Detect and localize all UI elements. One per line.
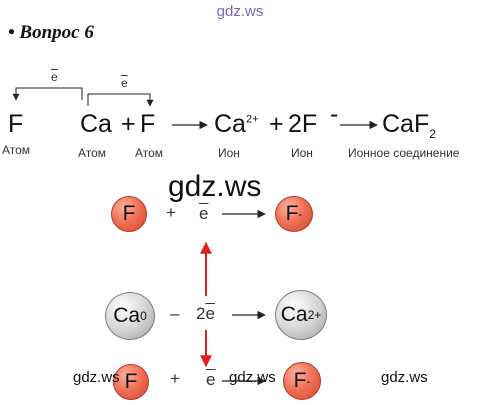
scheme-plus-bottom: + <box>170 369 180 388</box>
f-ion-symbol: 2F <box>288 110 318 138</box>
f-atom-circle-top: F <box>111 196 147 232</box>
f-atom-circle-bottom: F <box>113 364 149 400</box>
plus-sign-1: + <box>121 110 136 138</box>
electron-transfer-bracket-left <box>12 87 83 101</box>
electron-label-left: e <box>51 70 58 84</box>
f-atom-symbol-2: F <box>140 110 156 138</box>
scheme-plus-top: + <box>166 203 176 222</box>
ionic-compound-formula: CaF2 <box>382 110 436 141</box>
scheme-two-electrons: 2e <box>196 304 215 323</box>
question-heading: • Вопрос 6 <box>8 22 94 43</box>
electron-label-right: e <box>121 76 128 90</box>
f-ion-circle-top: F- <box>275 196 313 232</box>
caption-atom-2: Атом <box>78 146 107 160</box>
f-ion-circle-bottom: F- <box>283 362 321 400</box>
caption-ion-1: Ион <box>218 146 240 160</box>
plus-sign-2: + <box>269 110 284 138</box>
caption-atom-1: Атом <box>2 143 31 157</box>
watermark-top: gdz.ws <box>216 3 264 20</box>
f-atom-symbol: F <box>8 110 24 138</box>
caption-ion-2: Ион <box>291 146 313 160</box>
electron-transfer-bracket-right <box>87 93 154 107</box>
scheme-minus: – <box>170 304 180 323</box>
watermark-bottom-1: gdz.ws <box>73 369 120 386</box>
caption-ionic-compound: Ионное соединение <box>348 146 460 160</box>
ca-atom-symbol: Ca <box>80 110 112 138</box>
watermark-center: gdz.ws <box>168 170 262 203</box>
f-ion-charge: - <box>330 100 339 128</box>
caption-atom-3: Атом <box>135 146 164 160</box>
scheme-electron-bottom: e <box>206 370 216 389</box>
watermark-bottom-3: gdz.ws <box>381 369 428 386</box>
scheme-electron-top: e <box>199 204 209 223</box>
ca-ion-symbol: Ca2+ <box>214 110 259 138</box>
watermark-bottom-2: gdz.ws <box>229 369 276 386</box>
